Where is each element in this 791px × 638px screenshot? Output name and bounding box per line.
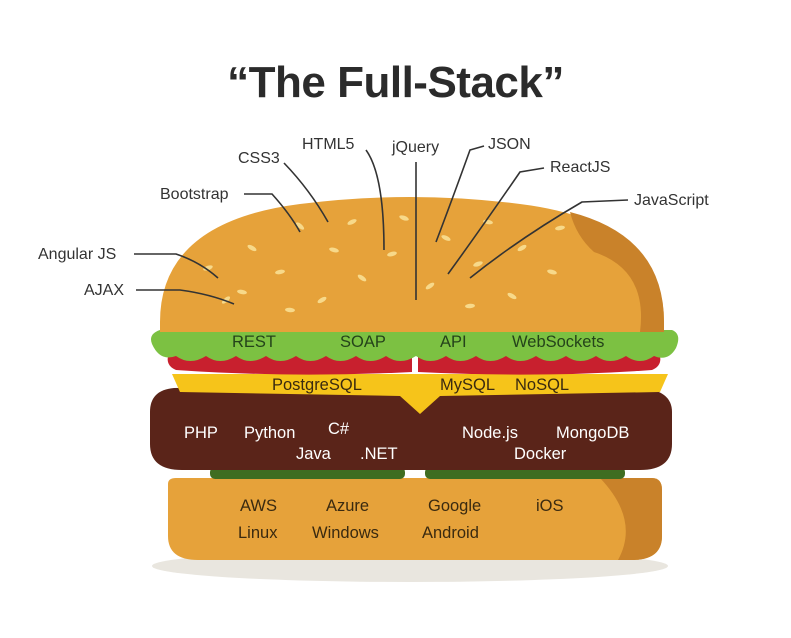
label-rest: REST [232, 333, 276, 351]
label-java: Java [296, 445, 332, 463]
leader-html5 [365, 149, 385, 251]
label-nodejs: Node.js [462, 424, 518, 442]
label-mongodb: MongoDB [556, 424, 629, 442]
tomato-left [167, 356, 412, 375]
label-angularjs: Angular JS [38, 246, 116, 263]
label-mysql: MySQL [440, 376, 495, 394]
label-ajax: AJAX [84, 282, 124, 299]
label-azure: Azure [326, 497, 369, 515]
label-api: API [440, 333, 467, 351]
label-linux: Linux [238, 524, 278, 542]
lettuce [151, 330, 679, 361]
sesame-seeds [203, 215, 565, 313]
label-docker: Docker [514, 445, 567, 463]
label-postgresql: PostgreSQL [272, 376, 362, 394]
callout-leaders [134, 145, 629, 305]
label-html5: HTML5 [302, 136, 355, 153]
leader-reactjs [447, 167, 545, 275]
label-aws: AWS [240, 497, 277, 515]
page-title: “The Full-Stack” [227, 58, 564, 107]
patty [150, 384, 672, 470]
bottom-bun [168, 478, 662, 560]
label-nosql: NoSQL [515, 376, 569, 394]
leader-angularjs [134, 253, 219, 279]
label-ios: iOS [536, 497, 564, 515]
label-jquery: jQuery [391, 139, 439, 156]
label-windows: Windows [312, 524, 379, 542]
label-android: Android [422, 524, 479, 542]
label-javascript: JavaScript [634, 192, 709, 209]
label-dotnet: .NET [360, 445, 398, 463]
label-websockets: WebSockets [512, 333, 604, 351]
label-soap: SOAP [340, 333, 386, 351]
label-csharp: C# [328, 420, 350, 438]
label-css3: CSS3 [238, 150, 280, 167]
label-json: JSON [488, 136, 531, 153]
label-php: PHP [184, 424, 218, 442]
leader-css3 [283, 162, 329, 223]
label-python: Python [244, 424, 295, 442]
top-bun [160, 197, 664, 332]
cheese [172, 374, 668, 414]
label-reactjs: ReactJS [550, 159, 610, 176]
leader-json [435, 145, 485, 243]
label-google: Google [428, 497, 481, 515]
leader-ajax [136, 289, 235, 305]
leader-bootstrap [244, 193, 301, 233]
tomato-right [418, 356, 661, 375]
label-bootstrap: Bootstrap [160, 186, 229, 203]
leader-javascript [469, 199, 629, 279]
